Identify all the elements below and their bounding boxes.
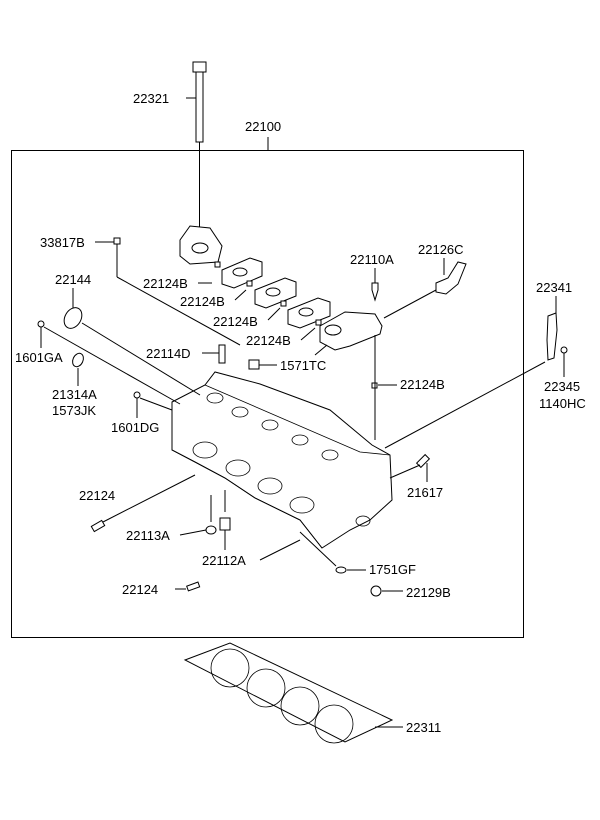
label-1601DG[interactable]: 1601DG xyxy=(111,420,159,435)
label-22341[interactable]: 22341 xyxy=(536,280,572,295)
seal-22144-part xyxy=(63,307,83,329)
label-21617[interactable]: 21617 xyxy=(407,485,443,500)
cylinder-head[interactable] xyxy=(171,371,393,549)
label-22126C[interactable]: 22126C xyxy=(418,242,464,257)
label-22110A[interactable]: 22110A xyxy=(350,252,394,267)
label-22124B-2[interactable]: 22124B xyxy=(180,294,225,309)
label-1140HC[interactable]: 1140HC xyxy=(539,396,586,411)
label-22311[interactable]: 22311 xyxy=(406,720,441,735)
label-22124B-3[interactable]: 22124B xyxy=(213,314,258,329)
label-33817B[interactable]: 33817B xyxy=(40,235,85,250)
label-22124B-1[interactable]: 22124B xyxy=(143,276,188,291)
label-21314A[interactable]: 21314A xyxy=(52,387,97,402)
fitting-22126C-part xyxy=(435,261,467,295)
label-1573JK[interactable]: 1573JK xyxy=(52,403,96,418)
label-22124-1[interactable]: 22124 xyxy=(79,488,115,503)
label-22113A[interactable]: 22113A xyxy=(126,528,170,543)
label-22144[interactable]: 22144 xyxy=(55,272,91,287)
head-gasket-22311[interactable] xyxy=(183,642,394,744)
bracket-22341-part xyxy=(546,312,558,361)
camshaft-caps[interactable] xyxy=(179,225,383,351)
label-22112A[interactable]: 22112A xyxy=(202,553,246,568)
label-1601GA[interactable]: 1601GA xyxy=(15,350,63,365)
leader-lines xyxy=(40,241,565,728)
label-22124B-5[interactable]: 22124B xyxy=(400,377,445,392)
label-1751GF[interactable]: 1751GF xyxy=(369,562,416,577)
bolt-22321[interactable] xyxy=(192,61,207,232)
label-22114D[interactable]: 22114D xyxy=(146,346,191,361)
label-22124B-4[interactable]: 22124B xyxy=(246,333,291,348)
label-22100[interactable]: 22100 xyxy=(245,119,281,134)
assembly-frame xyxy=(11,150,524,638)
label-22345[interactable]: 22345 xyxy=(544,379,580,394)
label-22321[interactable]: 22321 xyxy=(133,91,169,106)
label-1571TC[interactable]: 1571TC xyxy=(280,358,326,373)
label-22129B[interactable]: 22129B xyxy=(406,585,451,600)
label-22124-2[interactable]: 22124 xyxy=(122,582,158,597)
